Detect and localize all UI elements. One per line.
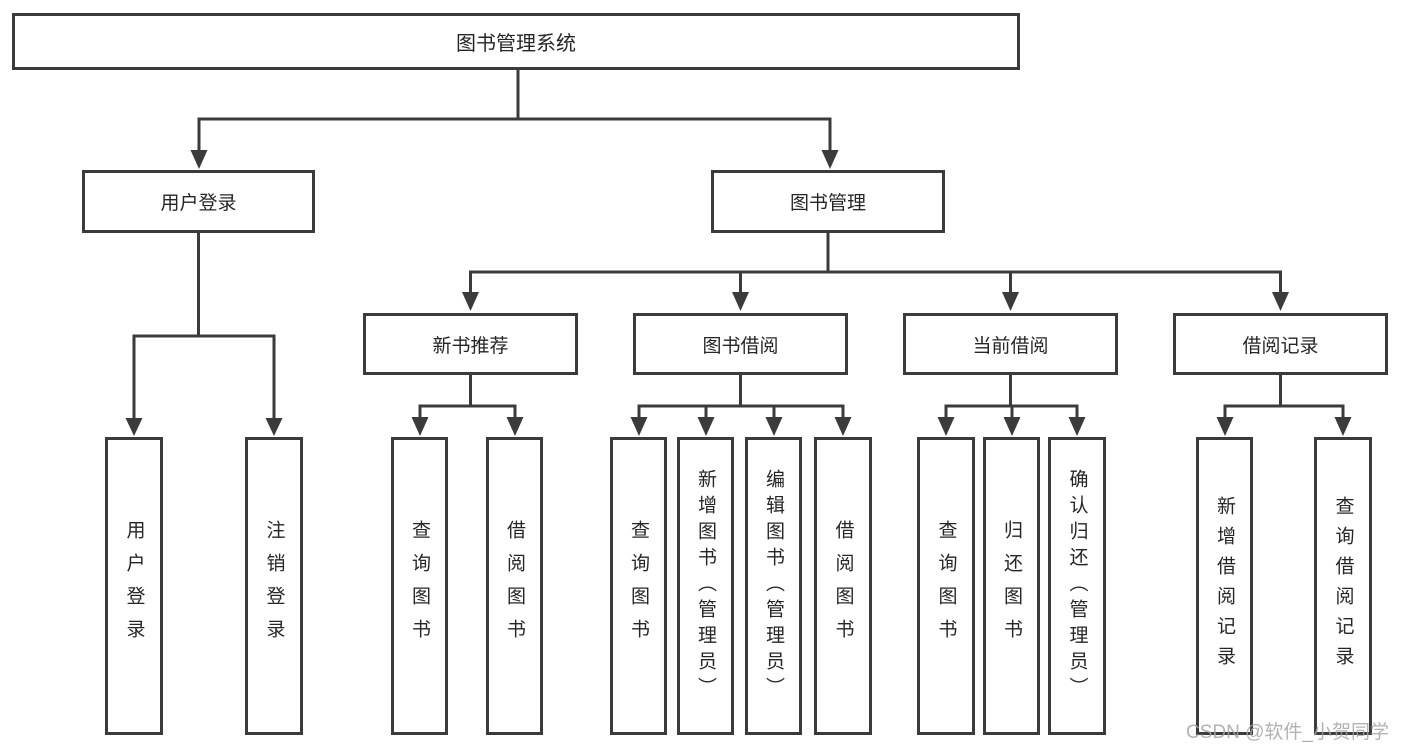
node-br-add-record: 新增借阅记录 <box>1196 437 1253 735</box>
node-logout: 注销登录 <box>245 437 303 735</box>
node-user-login: 用户登录 <box>105 437 163 735</box>
node-label: 查询借阅记录 <box>1332 496 1354 676</box>
node-bb-query-books: 查询图书 <box>610 437 667 735</box>
edge-current-borrowing-to-leaves <box>937 373 1086 436</box>
node-label: 新书推荐 <box>432 335 509 357</box>
node-label: 新增图书（管理员） <box>695 469 716 703</box>
node-nbr-query-books: 查询图书 <box>391 437 448 735</box>
node-label: 用户登录 <box>123 520 145 652</box>
edge-user-login-to-leaves <box>125 231 283 436</box>
edge-book-management-to-level3 <box>462 231 1289 311</box>
node-cb-return-books: 归还图书 <box>983 437 1040 735</box>
node-book-borrowing: 图书借阅 <box>633 313 848 375</box>
node-label: 借阅图书 <box>504 520 525 652</box>
edge-root-to-level2 <box>190 68 839 169</box>
node-library-management-system: 图书管理系统 <box>12 13 1020 70</box>
node-label: 查询图书 <box>409 520 430 652</box>
node-label: 查询图书 <box>628 520 649 652</box>
node-label: 新增借阅记录 <box>1214 496 1235 676</box>
node-bb-borrow-books: 借阅图书 <box>814 437 872 735</box>
node-book-management-group: 图书管理 <box>711 170 945 233</box>
node-label: 归还图书 <box>1001 520 1022 652</box>
edge-book-borrowing-to-leaves <box>630 373 852 436</box>
node-label: 当前借阅 <box>972 335 1049 357</box>
node-label: 图书借阅 <box>702 335 779 357</box>
node-label: 借阅记录 <box>1242 335 1319 357</box>
node-current-borrowing: 当前借阅 <box>903 313 1118 375</box>
node-borrowing-records: 借阅记录 <box>1173 313 1388 375</box>
node-label: 查询图书 <box>935 520 957 652</box>
node-nbr-borrow-books: 借阅图书 <box>486 437 543 735</box>
node-label: 注销登录 <box>263 520 285 652</box>
node-new-book-recommend: 新书推荐 <box>363 313 578 375</box>
node-bb-edit-books: 编辑图书（管理员） <box>745 437 802 735</box>
node-label: 图书管理 <box>789 193 866 214</box>
csdn-watermark: CSDN @软件_小贺同学 <box>1186 722 1389 743</box>
node-user-login-group: 用户登录 <box>82 170 315 233</box>
node-label: 确认归还（管理员） <box>1066 469 1088 703</box>
edge-borrowing-records-to-leaves <box>1216 373 1352 436</box>
node-label: 编辑图书（管理员） <box>763 469 784 703</box>
node-label: 借阅图书 <box>832 520 854 652</box>
node-label: 图书管理系统 <box>456 33 576 55</box>
node-br-query-record: 查询借阅记录 <box>1314 437 1372 735</box>
node-bb-add-books: 新增图书（管理员） <box>677 437 734 735</box>
node-cb-confirm-return: 确认归还（管理员） <box>1048 437 1106 735</box>
edge-new-book-recommend-to-leaves <box>411 373 524 436</box>
node-cb-query-books: 查询图书 <box>917 437 975 735</box>
node-label: 用户登录 <box>160 193 237 214</box>
